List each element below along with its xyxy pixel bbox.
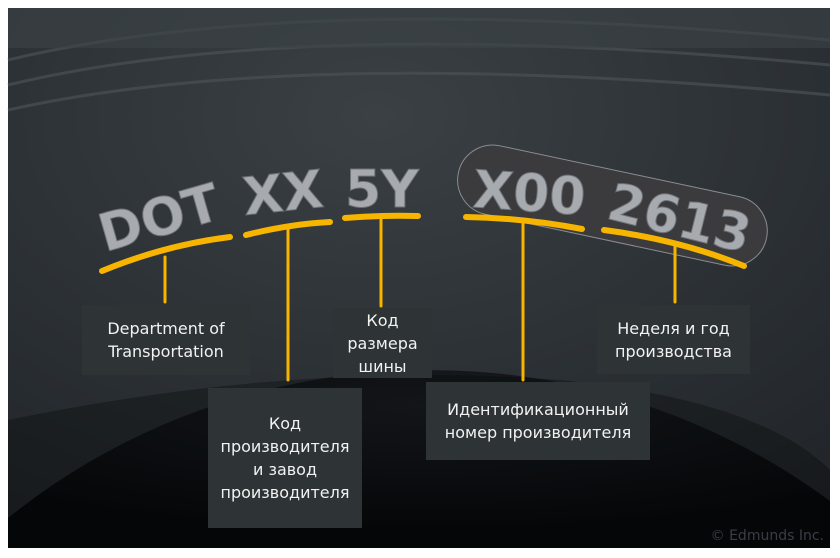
watermark: © Edmunds Inc.: [710, 528, 824, 544]
identifier-code: X00: [471, 160, 587, 228]
label-line: Код: [366, 310, 399, 330]
label-date: Неделя и год производства: [597, 305, 750, 374]
label-line: Неделя и год: [617, 318, 730, 338]
label-line: Transportation: [108, 342, 224, 361]
label-line: размера: [347, 333, 418, 353]
label-line: Идентификационный: [447, 400, 629, 419]
label-line: шины: [358, 356, 407, 376]
manufacturer-underline: [243, 219, 333, 238]
size-code: 5Y: [345, 160, 420, 220]
date-underline: [601, 227, 747, 269]
label-line: номер производителя: [444, 423, 632, 442]
label-line: Код: [268, 414, 302, 433]
callout-lines: [99, 212, 747, 382]
manufacturer-code: XX: [240, 160, 326, 228]
label-dot: Department of Transportation: [82, 305, 250, 375]
label-identifier: Идентификационный номер производителя: [426, 382, 650, 460]
label-manufacturer: Код производителя и завод производителя: [208, 388, 362, 528]
label-line: производства: [615, 341, 732, 361]
dot-underline: [99, 234, 233, 274]
label-line: и завод: [252, 460, 318, 479]
label-line: Department of: [107, 319, 225, 338]
label-size: Код размера шины: [333, 308, 432, 378]
highlight-oval: [457, 144, 768, 267]
label-line: производителя: [220, 437, 350, 456]
label-line: производителя: [220, 483, 350, 502]
